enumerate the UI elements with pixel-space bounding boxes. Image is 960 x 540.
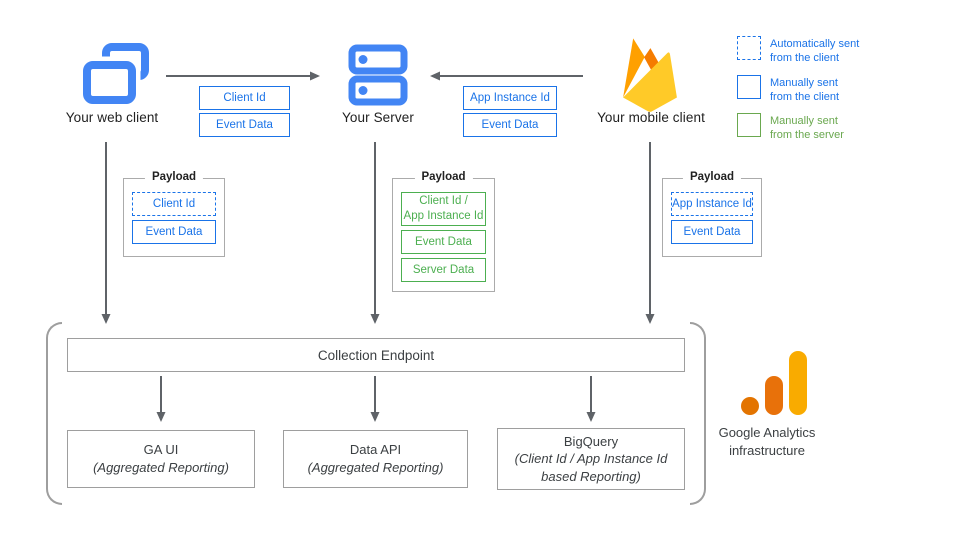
server-payload-box: Payload Client Id / App Instance Id Even… (392, 171, 495, 292)
transfer-mobile-app-instance-id: App Instance Id (463, 86, 557, 110)
legend-item-manual-client: Manually sent from the client (737, 75, 839, 105)
service-subtitle: (Aggregated Reporting) (307, 460, 444, 475)
transfer-mobile-event-data: Event Data (463, 113, 557, 137)
legend-swatch-solid-blue (737, 75, 761, 99)
service-name: Data API (349, 442, 402, 458)
transfer-web-client-id: Client Id (199, 86, 290, 110)
google-analytics-icon (741, 351, 807, 415)
web-payload-box: Payload Client Id Event Data (123, 171, 225, 257)
mobile-payload-event-data: Event Data (671, 220, 753, 244)
legend-label: Manually sent from the server (770, 115, 844, 142)
server-label: Your Server (342, 110, 414, 125)
collection-endpoint-box: Collection Endpoint (67, 338, 685, 372)
mobile-client-label: Your mobile client (597, 110, 705, 125)
web-client-label: Your web client (65, 110, 159, 125)
infrastructure-bracket-right (690, 322, 706, 505)
legend-item-auto-client: Automatically sent from the client (737, 36, 859, 66)
transfer-web-event-data: Event Data (199, 113, 290, 137)
service-data-api: Data API (Aggregated Reporting) (283, 430, 468, 488)
web-payload-title: Payload (144, 171, 204, 183)
legend-item-manual-server: Manually sent from the server (737, 113, 844, 143)
service-name: BigQuery (563, 433, 619, 449)
service-ga-ui: GA UI (Aggregated Reporting) (67, 430, 255, 488)
firebase-icon (623, 38, 677, 112)
google-analytics-label: Google Analytics infrastructure (718, 425, 816, 458)
legend-label: Manually sent from the client (770, 77, 840, 104)
service-bigquery: BigQuery (Client Id / App Instance Id ba… (497, 428, 685, 490)
server-payload-event-data: Event Data (401, 230, 486, 254)
mobile-payload-app-instance-id: App Instance Id (671, 192, 753, 216)
legend-swatch-solid-green (737, 113, 761, 137)
server-payload-server-data: Server Data (401, 258, 486, 282)
legend-swatch-dashed-blue (737, 36, 761, 60)
service-subtitle: (Aggregated Reporting) (93, 460, 229, 475)
service-subtitle: (Client Id / App Instance Id based Repor… (514, 451, 668, 484)
infrastructure-bracket-left (46, 322, 62, 505)
web-payload-event-data: Event Data (132, 220, 216, 244)
legend-label: Automatically sent from the client (770, 38, 860, 65)
web-payload-client-id: Client Id (132, 192, 216, 216)
service-name: GA UI (143, 442, 179, 458)
server-payload-title: Payload (414, 171, 473, 183)
mobile-payload-box: Payload App Instance Id Event Data (662, 171, 762, 257)
mobile-payload-title: Payload (682, 171, 742, 183)
server-payload-client-app-id: Client Id / App Instance Id (401, 192, 486, 226)
web-client-icon (82, 43, 149, 106)
server-icon (348, 44, 408, 106)
